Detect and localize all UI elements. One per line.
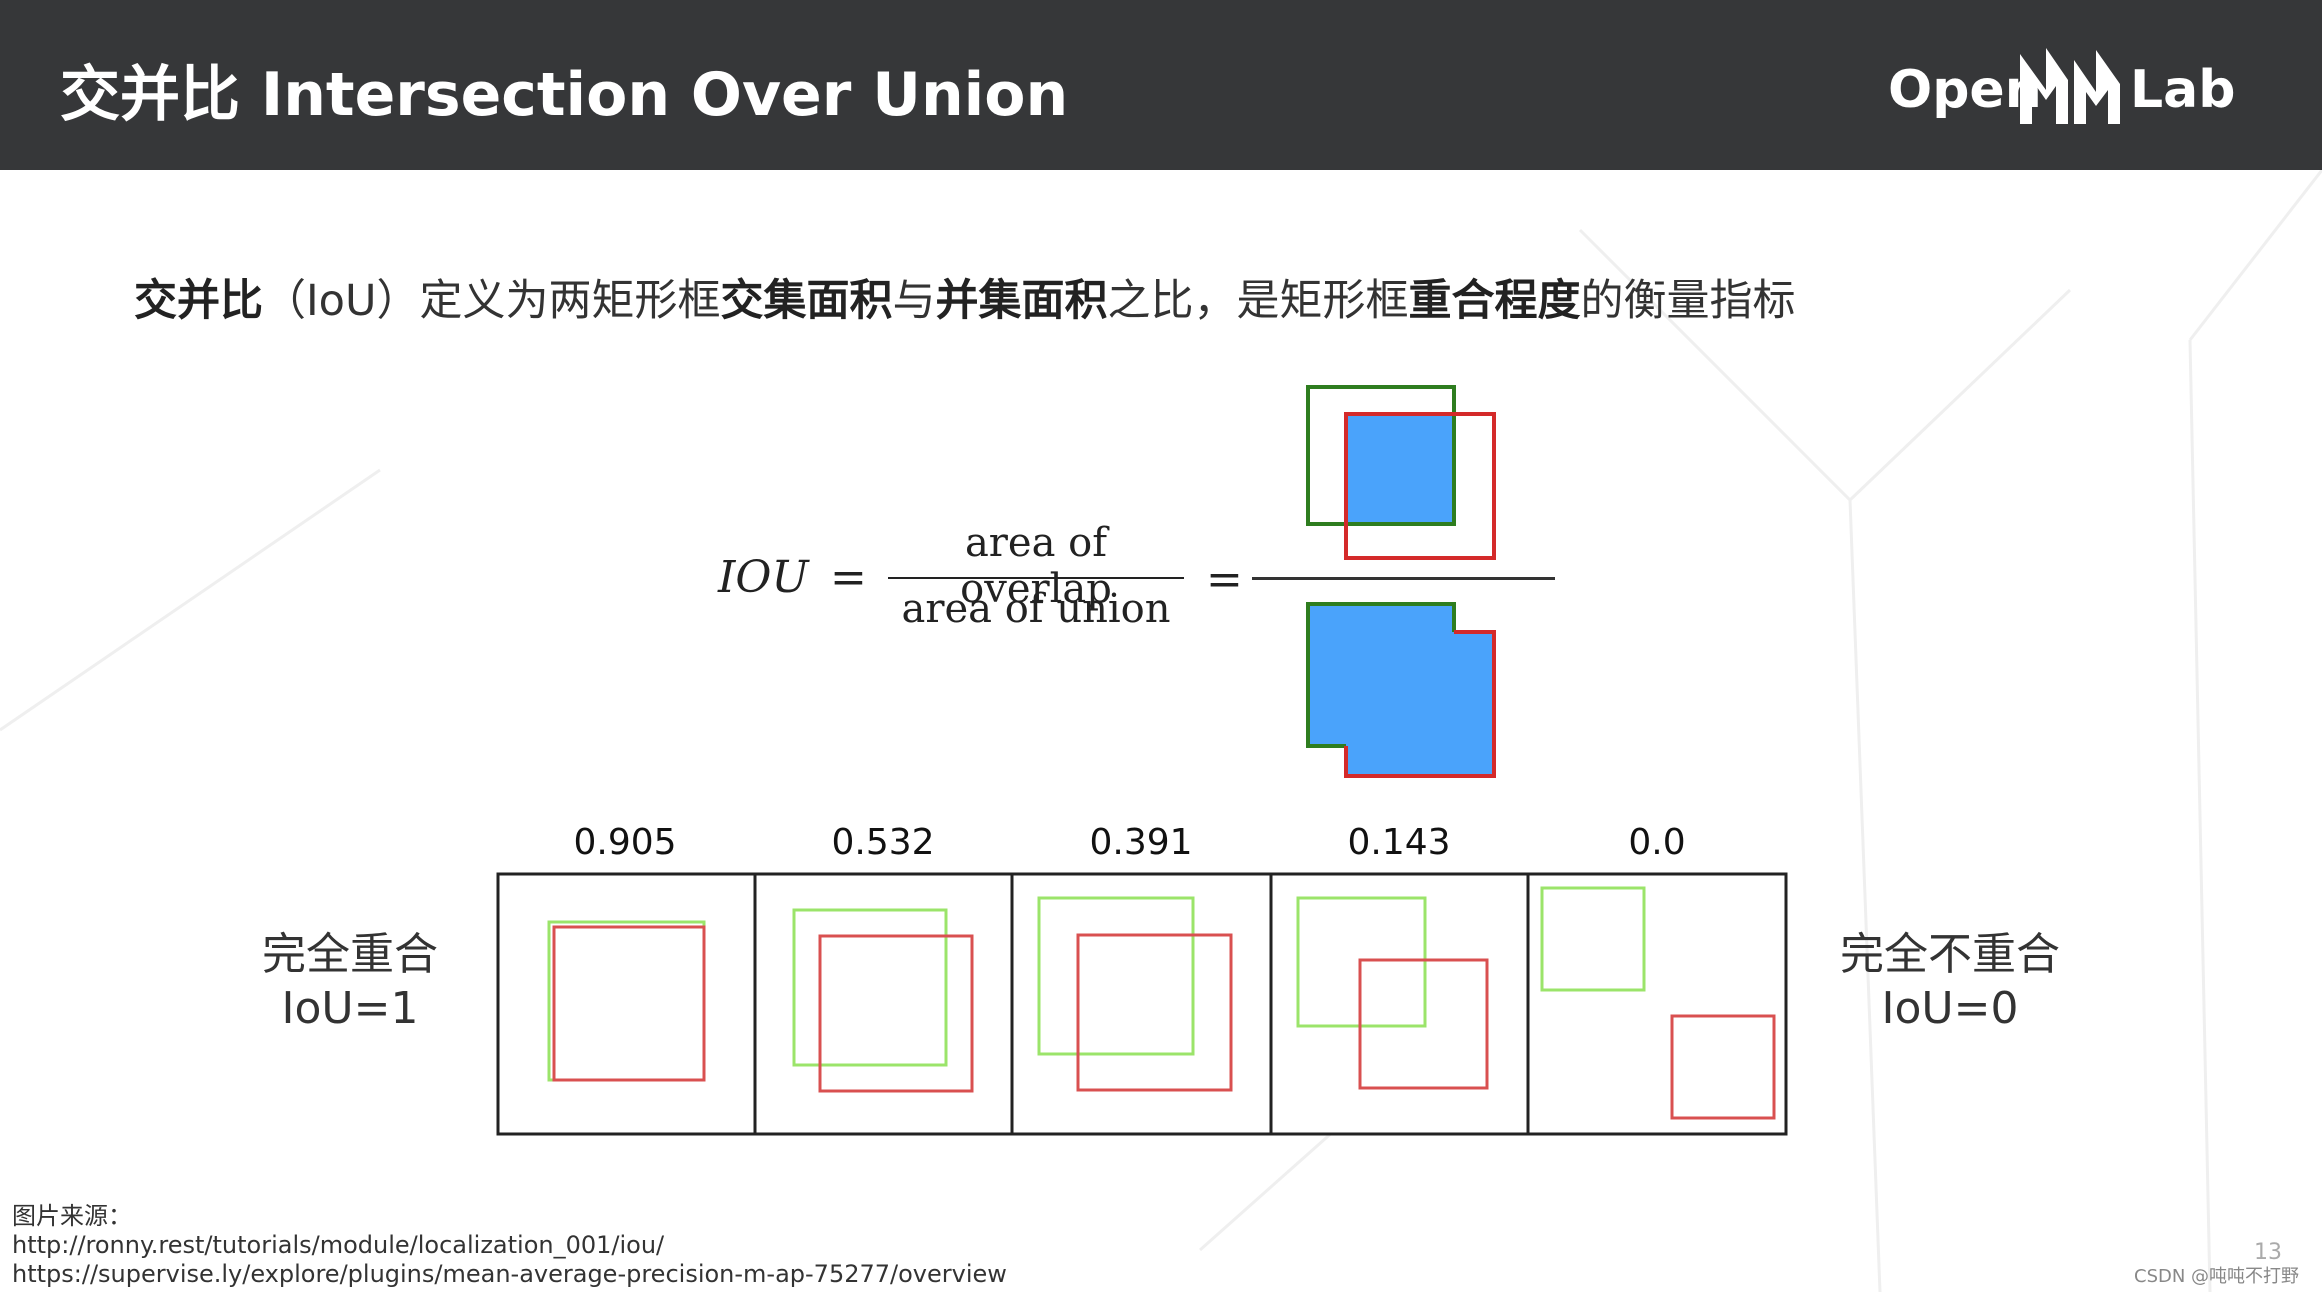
panel-red-box	[1076, 933, 1233, 1092]
formula-equals-sign: =	[830, 552, 867, 603]
score-label: 0.905	[573, 822, 677, 863]
caption-no-overlap: 完全不重合 IoU=0	[1820, 928, 2080, 1036]
definition-emphasis: 交集面积	[720, 276, 893, 326]
green-box	[1306, 385, 1456, 526]
panel-red-box	[818, 934, 974, 1093]
panel-red-box	[552, 925, 706, 1082]
sources-label: 图片来源：	[12, 1202, 132, 1230]
formula-denominator: area of union	[901, 586, 1171, 632]
definition-emphasis: 交并比	[134, 276, 263, 326]
logo-mm-icon	[2020, 48, 2120, 124]
definition-text: （IoU）定义为两矩形框	[263, 276, 721, 326]
watermark-credit: CSDN @吨吨不打野	[2134, 1266, 2300, 1287]
red-box	[1344, 412, 1496, 560]
score-label: 0.143	[1347, 822, 1451, 863]
union-red-outline	[1344, 630, 1496, 778]
illustration-fraction-bar	[1252, 577, 1555, 580]
source-link[interactable]: https://supervise.ly/explore/plugins/mea…	[12, 1260, 1007, 1288]
formula-fraction-bar	[888, 577, 1184, 579]
definition-text: 的衡量指标	[1580, 276, 1796, 326]
caption-full-overlap: 完全重合 IoU=1	[240, 928, 460, 1036]
formula-lhs: IOU	[718, 552, 809, 603]
example-panels	[496, 872, 1788, 1136]
image-sources: 图片来源： http://ronny.rest/tutorials/module…	[12, 1202, 1007, 1289]
panel-green-box	[1037, 896, 1195, 1056]
definition-text: 之比，是矩形框	[1107, 276, 1409, 326]
iou-formula: IOU = area of overlap area of union =	[718, 510, 1518, 660]
union-area-illustration	[1306, 602, 1496, 778]
caption-text: 完全不重合	[1840, 929, 2060, 980]
example-panel-4	[1296, 896, 1489, 1090]
slide-header: 交并比 Intersection Over Union Open Lab	[0, 0, 2322, 170]
formula-numerator: area of overlap	[960, 520, 1112, 612]
page-number: 13	[2254, 1240, 2282, 1265]
score-label: 0.532	[831, 822, 935, 863]
caption-text: 完全重合	[262, 929, 438, 980]
union-green-outline	[1306, 602, 1456, 748]
example-panel-1	[547, 920, 706, 1082]
panel-red-box	[1358, 958, 1489, 1090]
slide-title: 交并比 Intersection Over Union	[60, 60, 1069, 130]
formula-equals-sign-2: =	[1206, 554, 1243, 605]
definition-emphasis: 并集面积	[935, 276, 1108, 326]
logo-text-open: Open	[1888, 60, 2042, 120]
union-fill	[1308, 604, 1494, 776]
definition-text: 与	[892, 276, 936, 326]
caption-value: IoU=1	[281, 983, 419, 1034]
score-label: 0.0	[1628, 822, 1686, 863]
overlap-area-illustration	[1306, 385, 1496, 560]
logo-text-lab: Lab	[2130, 60, 2236, 120]
panel-red-box	[1670, 1014, 1776, 1120]
caption-value: IoU=0	[1881, 983, 2019, 1034]
panel-border	[496, 872, 1788, 1136]
example-panel-3	[1037, 896, 1233, 1092]
example-panel-5	[1540, 886, 1776, 1120]
panel-green-box	[1540, 886, 1646, 992]
panel-green-box	[792, 908, 948, 1067]
example-panel-2	[792, 908, 974, 1093]
openmmlab-logo: Open Lab	[1880, 34, 2240, 134]
score-label: 0.391	[1089, 822, 1193, 863]
overlap-fill	[1346, 414, 1454, 524]
iou-definition: 交并比（IoU）定义为两矩形框交集面积与并集面积之比，是矩形框重合程度的衡量指标	[134, 266, 1795, 328]
iou-examples: 0.905 0.532 0.391 0.143 0.0	[496, 822, 1790, 1136]
source-link[interactable]: http://ronny.rest/tutorials/module/local…	[12, 1231, 665, 1259]
definition-emphasis: 重合程度	[1408, 276, 1581, 326]
